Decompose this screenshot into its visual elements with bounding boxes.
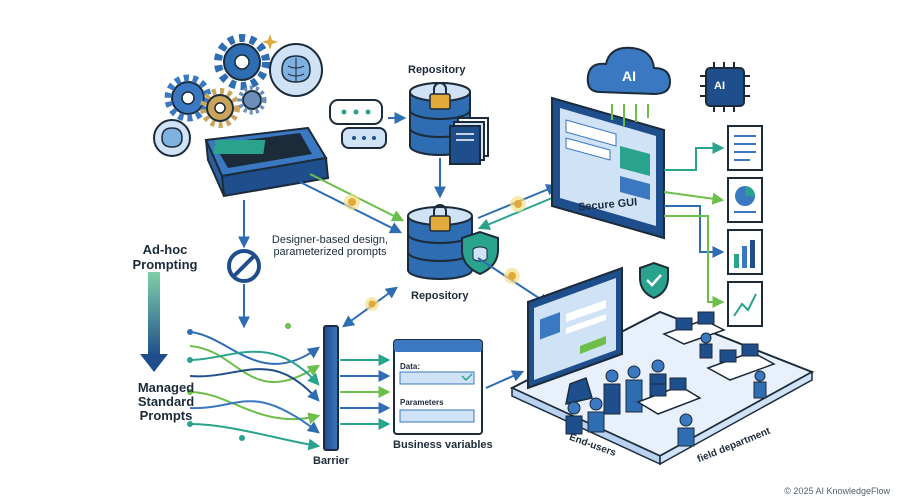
user-figure-icon (565, 401, 583, 435)
repository-mid-database (407, 204, 473, 280)
chat-bubble-icon (341, 127, 387, 149)
large-monitor (527, 266, 623, 405)
user-figure-icon (625, 365, 643, 413)
chat-bubble-icon (329, 99, 383, 125)
sparkle-icon (262, 34, 278, 50)
form-parameters-label: Parameters (400, 398, 444, 407)
business-variables-label: Business variables (393, 439, 493, 451)
tangled-prompt-lines (187, 323, 321, 451)
user-figure-icon (677, 413, 695, 447)
workstation-desk (636, 377, 702, 415)
workstation-desk (662, 311, 726, 359)
copyright-footer: © 2025 AI KnowledgeFlow (784, 486, 890, 496)
gear-icon (214, 34, 270, 90)
arrows-barrier-to-form (340, 354, 391, 430)
repository-mid-label: Repository (411, 290, 469, 302)
document-stack-icon (449, 117, 489, 165)
progress-down-arrow-head (140, 354, 168, 372)
no-entry-icon (227, 249, 261, 283)
gear-icon (237, 85, 267, 115)
line-chart-document-icon (727, 281, 763, 327)
progress-down-arrow-bar (148, 272, 160, 356)
barrier-bar (323, 325, 339, 451)
user-figure-icon (603, 369, 621, 415)
arrows-gui-to-documents (663, 142, 725, 308)
user-figure-icon (587, 397, 605, 433)
workstation-desk (706, 343, 776, 399)
bar-chart-document-icon (727, 229, 763, 275)
form-data-label: Data: (400, 362, 421, 371)
business-variables-form (393, 339, 483, 435)
lightbulb-icon (344, 194, 360, 210)
lightbulb-icon (365, 297, 379, 311)
document-icon (727, 125, 763, 171)
lock-icon (429, 82, 451, 110)
ai-chip-icon (700, 62, 750, 112)
shield-check-icon (639, 261, 669, 300)
repository-top-label: Repository (408, 64, 466, 76)
brain-bubble-icon (269, 43, 323, 97)
designer-based-prompts-label: Designer-based design, parameterized pro… (271, 234, 389, 258)
ai-chip-label: AI (714, 80, 725, 92)
gears-brains-cluster (153, 34, 323, 157)
lock-icon (429, 204, 451, 232)
control-console (204, 126, 330, 198)
brain-bubble-icon (153, 119, 191, 157)
ai-cloud-icon (586, 46, 672, 126)
pie-chart-document-icon (727, 177, 763, 223)
arrow-form-to-users (485, 370, 525, 389)
ad-hoc-prompting-label: Ad-hoc Prompting (132, 242, 198, 272)
secure-gui-monitor (551, 96, 665, 240)
managed-standard-prompts-label: Managed Standard Prompts (137, 380, 195, 423)
lightbulb-icon (504, 268, 520, 284)
ai-cloud-label: AI (622, 68, 636, 84)
gear-icon (200, 88, 240, 128)
barrier-label: Barrier (313, 455, 350, 467)
lightbulb-icon (510, 196, 526, 212)
shield-icon (461, 230, 499, 276)
